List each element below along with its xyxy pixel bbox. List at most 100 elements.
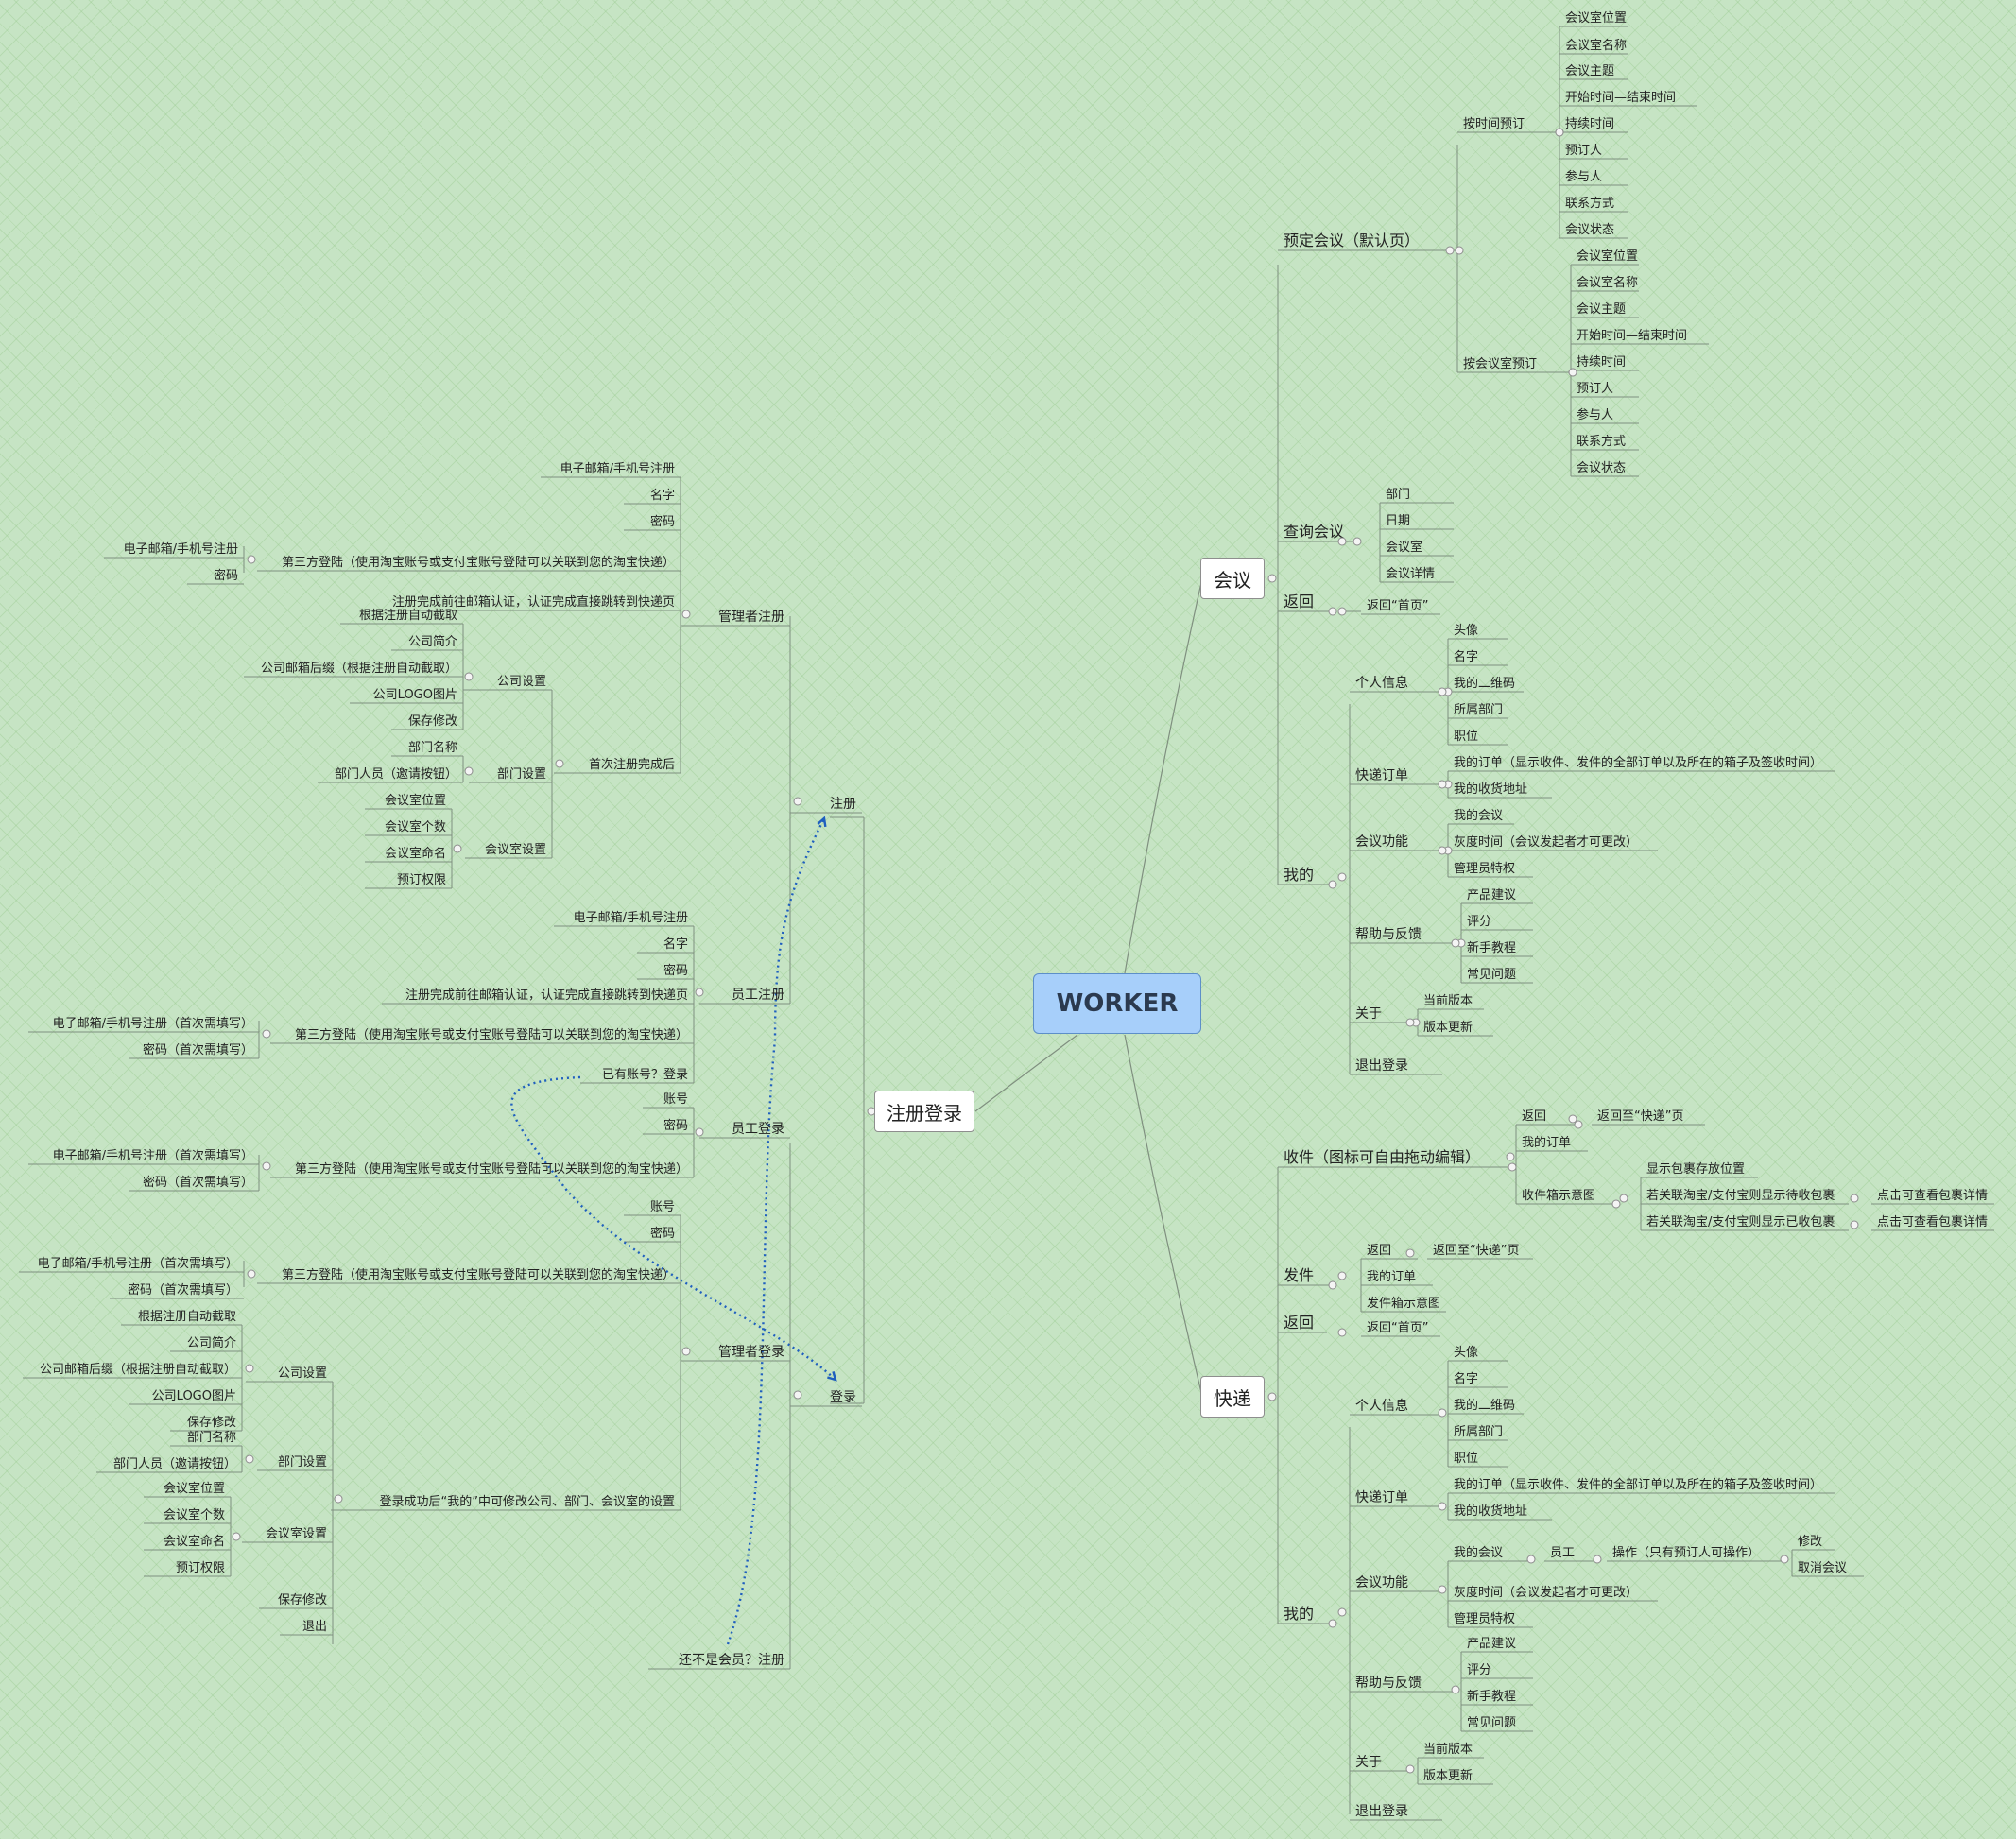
topic-label[interactable]: 会议室个数 xyxy=(163,1508,225,1522)
topic-label[interactable]: 操作（只有预订人可操作） xyxy=(1612,1546,1761,1560)
topic-label[interactable]: 返回 xyxy=(1284,1314,1315,1332)
collapse-toggle[interactable] xyxy=(453,844,462,853)
topic-label[interactable]: 显示包裹存放位置 xyxy=(1646,1162,1746,1177)
collapse-toggle[interactable] xyxy=(1850,1220,1859,1229)
root-node[interactable]: WORKER xyxy=(1033,973,1201,1034)
collapse-toggle[interactable] xyxy=(245,1364,254,1373)
topic-label[interactable]: 取消会议 xyxy=(1798,1561,1848,1575)
topic-label[interactable]: 点击可查看包裹详情 xyxy=(1877,1189,1989,1203)
branch-express[interactable]: 快递 xyxy=(1200,1376,1265,1418)
collapse-toggle[interactable] xyxy=(1568,1114,1577,1124)
topic-label[interactable]: 若关联淘宝/支付宝则显示已收包裹 xyxy=(1646,1215,1835,1229)
collapse-toggle[interactable] xyxy=(232,1532,241,1541)
topic-label[interactable]: 管理者注册 xyxy=(718,610,784,625)
topic-label[interactable]: 返回 xyxy=(1522,1109,1547,1124)
topic-label[interactable]: 收件箱示意图 xyxy=(1522,1189,1596,1203)
topic-label[interactable]: 返回至“快递”页 xyxy=(1597,1109,1684,1124)
topic-label[interactable]: 我的 xyxy=(1284,1605,1315,1623)
collapse-toggle[interactable] xyxy=(695,988,704,997)
topic-label[interactable]: 我的订单（显示收件、发件的全部订单以及所在的箱子及签收时间） xyxy=(1454,756,1823,770)
collapse-toggle[interactable] xyxy=(1568,368,1577,377)
topic-label[interactable]: 快递订单 xyxy=(1355,768,1408,783)
topic-label[interactable]: 我的会议 xyxy=(1454,809,1504,823)
collapse-toggle[interactable] xyxy=(1574,1120,1583,1129)
topic-label[interactable]: 灰度时间（会议发起者才可更改） xyxy=(1454,1586,1639,1600)
branch-meeting[interactable]: 会议 xyxy=(1200,558,1265,599)
topic-label[interactable]: 会议室设置 xyxy=(484,843,546,857)
collapse-toggle[interactable] xyxy=(1438,1408,1447,1418)
topic-label[interactable]: 灰度时间（会议发起者才可更改） xyxy=(1454,835,1639,850)
topic-label[interactable]: 返回“首页” xyxy=(1367,1321,1429,1335)
topic-label[interactable]: 关于 xyxy=(1355,1006,1382,1022)
topic-label[interactable]: 会议状态 xyxy=(1577,461,1627,475)
collapse-toggle[interactable] xyxy=(555,759,564,768)
topic-label[interactable]: 保存修改 xyxy=(277,1593,327,1607)
topic-label[interactable]: 电子邮箱/手机号注册（首次需填写） xyxy=(37,1257,238,1271)
topic-label[interactable]: 根据注册自动截取 xyxy=(137,1310,236,1324)
topic-label[interactable]: 个人信息 xyxy=(1355,1399,1408,1414)
collapse-toggle[interactable] xyxy=(1438,687,1447,696)
topic-label[interactable]: 第三方登陆（使用淘宝账号或支付宝账号登陆可以关联到您的淘宝快递） xyxy=(281,556,675,570)
topic-label[interactable]: 密码 xyxy=(663,1119,688,1133)
collapse-toggle[interactable] xyxy=(1508,1162,1517,1172)
topic-label[interactable]: 退出登录 xyxy=(1355,1804,1408,1819)
topic-label[interactable]: 名字 xyxy=(663,937,688,952)
topic-label[interactable]: 新手教程 xyxy=(1467,941,1517,955)
topic-label[interactable]: 根据注册自动截取 xyxy=(358,609,457,623)
topic-label[interactable]: 会议室名称 xyxy=(1577,276,1639,290)
topic-label[interactable]: 发件箱示意图 xyxy=(1367,1297,1441,1311)
topic-label[interactable]: 若关联淘宝/支付宝则显示待收包裹 xyxy=(1646,1189,1835,1203)
topic-label[interactable]: 发件 xyxy=(1284,1266,1315,1284)
topic-label[interactable]: 预订人 xyxy=(1577,382,1614,396)
topic-label[interactable]: 账号 xyxy=(649,1200,675,1214)
topic-label[interactable]: 部门设置 xyxy=(277,1455,327,1469)
topic-label[interactable]: 会议室命名 xyxy=(384,847,446,861)
topic-label[interactable]: 部门名称 xyxy=(186,1431,236,1445)
topic-label[interactable]: 公司简介 xyxy=(186,1336,236,1350)
topic-label[interactable]: 产品建议 xyxy=(1467,888,1517,902)
collapse-toggle[interactable] xyxy=(1593,1555,1602,1564)
topic-label[interactable]: 名字 xyxy=(1454,650,1479,664)
collapse-toggle[interactable] xyxy=(1438,1585,1447,1594)
topic-label[interactable]: 所属部门 xyxy=(1454,703,1504,717)
topic-label[interactable]: 产品建议 xyxy=(1467,1637,1517,1651)
collapse-toggle[interactable] xyxy=(1611,1199,1621,1209)
topic-label[interactable]: 电子邮箱/手机号注册 xyxy=(123,542,238,557)
topic-label[interactable]: 我的二维码 xyxy=(1454,677,1516,691)
collapse-toggle[interactable] xyxy=(1328,1280,1337,1290)
topic-label[interactable]: 电子邮箱/手机号注册（首次需填写） xyxy=(52,1149,253,1163)
topic-label[interactable]: 返回 xyxy=(1367,1244,1392,1258)
topic-label[interactable]: 预订权限 xyxy=(175,1561,225,1575)
collapse-toggle[interactable] xyxy=(1353,537,1362,546)
topic-label[interactable]: 部门 xyxy=(1386,488,1411,502)
topic-label[interactable]: 账号 xyxy=(663,1092,688,1107)
topic-label[interactable]: 已有账号？登录 xyxy=(601,1068,688,1082)
topic-label[interactable]: 会议室位置 xyxy=(163,1482,225,1496)
topic-label[interactable]: 名字 xyxy=(649,489,675,503)
topic-label[interactable]: 参与人 xyxy=(1577,408,1614,422)
collapse-toggle[interactable] xyxy=(681,1347,691,1356)
topic-label[interactable]: 公司设置 xyxy=(277,1366,327,1381)
collapse-toggle[interactable] xyxy=(681,610,691,619)
topic-label[interactable]: 密码（首次需填写） xyxy=(142,1043,253,1057)
collapse-toggle[interactable] xyxy=(464,766,474,776)
topic-label[interactable]: 当前版本 xyxy=(1423,994,1473,1008)
collapse-toggle[interactable] xyxy=(1850,1194,1859,1203)
topic-label[interactable]: 预订人 xyxy=(1565,144,1603,158)
topic-label[interactable]: 保存修改 xyxy=(407,714,457,729)
topic-label[interactable]: 联系方式 xyxy=(1565,197,1615,211)
topic-label[interactable]: 会议状态 xyxy=(1565,223,1615,237)
topic-label[interactable]: 常见问题 xyxy=(1467,1716,1517,1730)
collapse-toggle[interactable] xyxy=(334,1494,343,1504)
collapse-toggle[interactable] xyxy=(1405,1018,1415,1027)
topic-label[interactable]: 我的订单（显示收件、发件的全部订单以及所在的箱子及签收时间） xyxy=(1454,1478,1823,1492)
collapse-toggle[interactable] xyxy=(464,672,474,681)
topic-label[interactable]: 注册 xyxy=(830,797,856,812)
topic-label[interactable]: 返回至“快递”页 xyxy=(1433,1244,1520,1258)
topic-label[interactable]: 评分 xyxy=(1467,1663,1492,1677)
topic-label[interactable]: 常见问题 xyxy=(1467,968,1517,982)
topic-label[interactable]: 部门设置 xyxy=(496,767,546,782)
collapse-toggle[interactable] xyxy=(1619,1194,1628,1203)
topic-label[interactable]: 联系方式 xyxy=(1577,435,1627,449)
topic-label[interactable]: 公司简介 xyxy=(407,635,457,649)
